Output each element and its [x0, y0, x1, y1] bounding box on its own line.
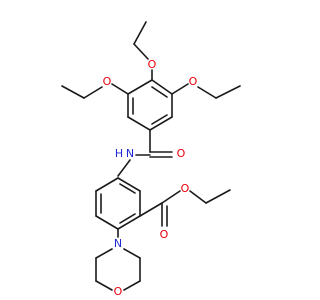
bond-left-ethyl-1 — [83, 86, 103, 99]
bond-ester-c-o — [161, 190, 181, 204]
atom-o-ester-carbonyl: O — [160, 228, 169, 241]
atom-labels: O O O H N O O O N O — [103, 58, 198, 298]
atom-o-left-ethoxy: O — [103, 75, 112, 88]
bond-left-ethyl-2 — [61, 85, 85, 99]
bond-ring1-d — [149, 116, 173, 131]
atom-o-morpholine: O — [114, 285, 123, 298]
bond-ring1-double-3 — [151, 86, 168, 98]
bond-ring2-a — [117, 177, 141, 192]
bond-ring1-f — [151, 79, 173, 95]
atom-o-top-ethoxy: O — [148, 58, 157, 71]
bond-ring2-double-1 — [119, 183, 136, 194]
bond-ring1-a — [127, 79, 153, 95]
bond-ring1-double-2 — [151, 114, 168, 125]
bond-ring2-c — [117, 215, 141, 230]
atom-o-amide-carbonyl: O — [177, 147, 186, 160]
bond-top-ethyl-2 — [133, 21, 147, 45]
bond-ester-o-ethyl-2 — [205, 189, 231, 204]
structure-svg: O O O H N O O O N O — [61, 21, 241, 298]
atom-n-amide: N — [126, 147, 134, 160]
bond-morph-f — [123, 248, 141, 259]
bond-ring2-f — [95, 177, 119, 192]
bond-morph-c — [95, 280, 113, 291]
bond-ring2-to-ester-c — [139, 202, 163, 217]
bonds — [61, 21, 241, 291]
bond-right-ethyl-1 — [197, 86, 217, 99]
bond-ring2-double-2 — [119, 213, 136, 224]
atom-h-amide: H — [115, 147, 123, 160]
bond-right-o — [171, 83, 189, 95]
atom-o-ester-ether: O — [181, 182, 190, 195]
bond-n-to-ring2 — [117, 159, 131, 177]
bond-right-ethyl-2 — [215, 85, 241, 99]
bond-ester-o-ethyl-1 — [189, 190, 207, 204]
atom-n-morpholine: N — [114, 237, 122, 250]
bond-left-o — [111, 83, 129, 95]
bond-top-ethyl-1 — [133, 43, 149, 60]
molecule-structure-diagram: O O O H N O O O N O — [61, 21, 241, 298]
bond-ring2-d — [95, 215, 119, 230]
bond-morph-a — [95, 248, 113, 259]
atom-o-right-ethoxy: O — [189, 75, 198, 88]
bond-ring1-c — [127, 116, 151, 131]
bond-morph-d — [123, 280, 141, 291]
